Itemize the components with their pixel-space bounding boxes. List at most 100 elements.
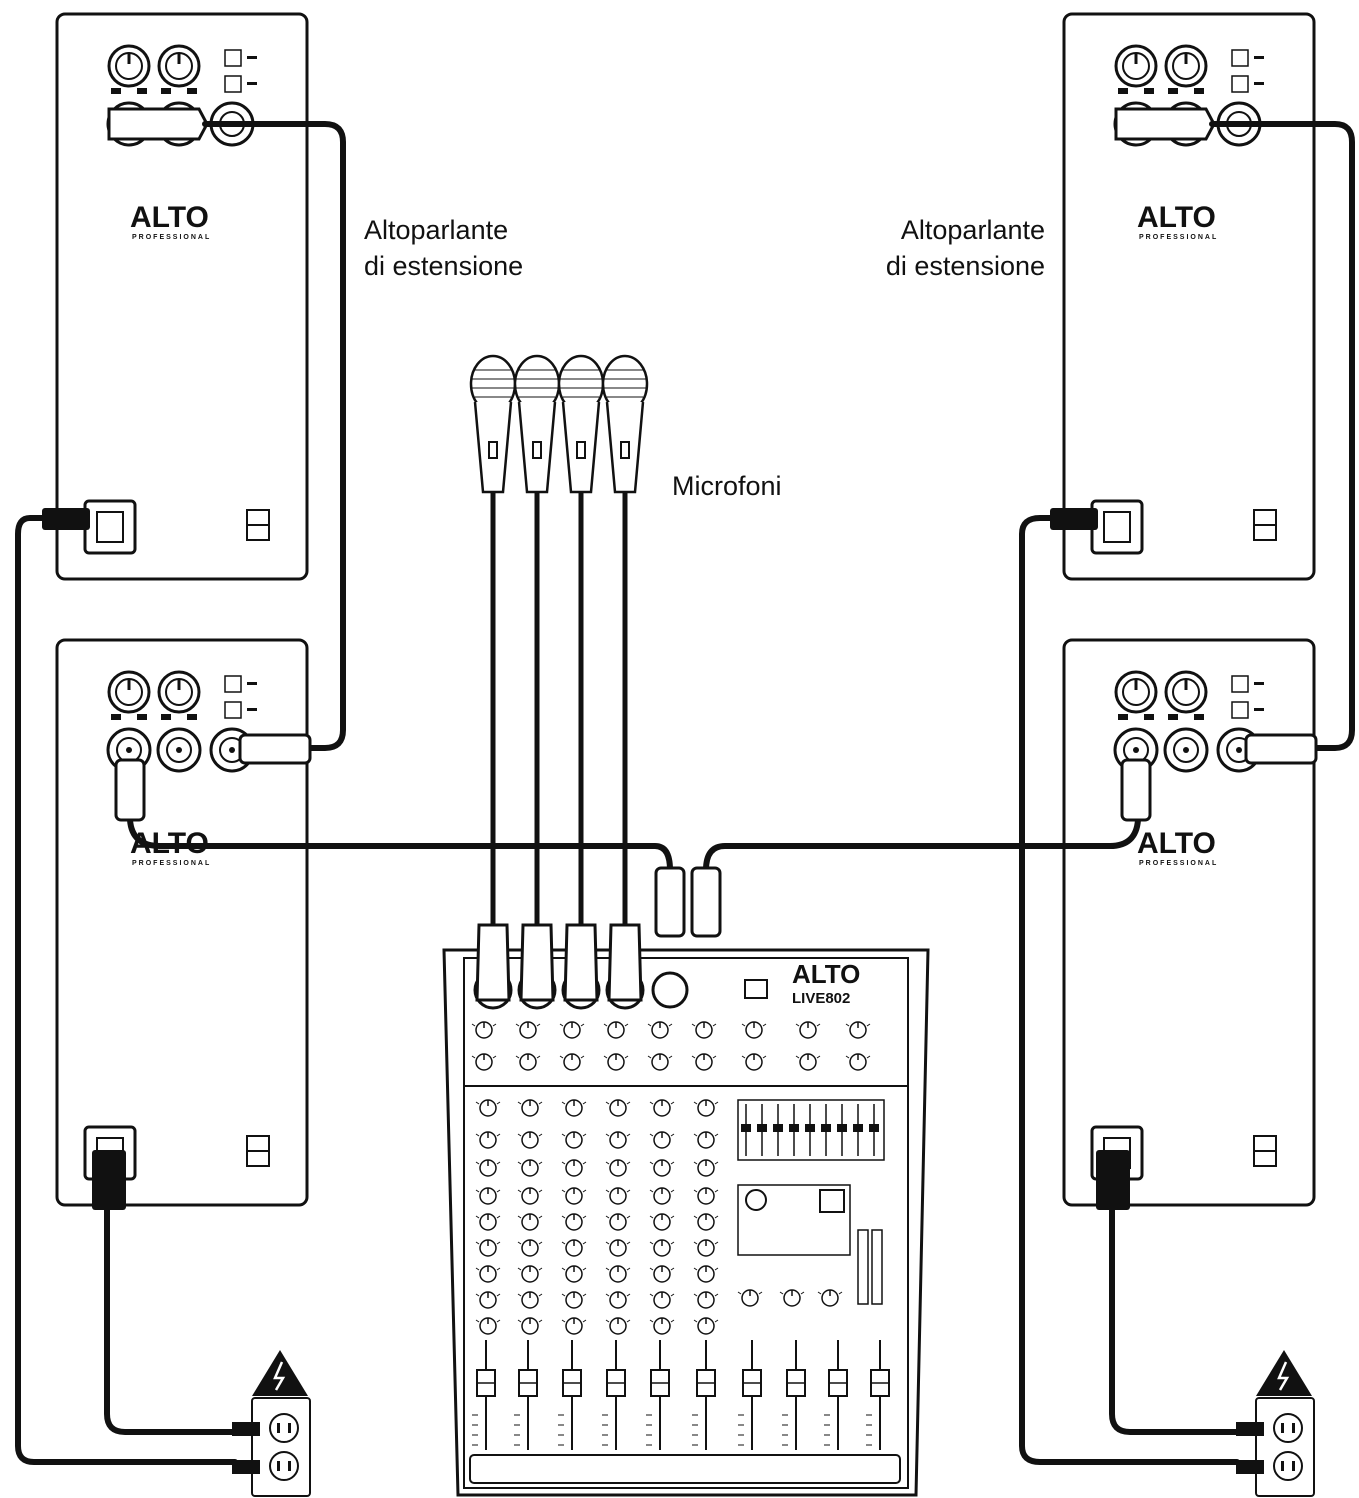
extension-label-left-line2: di estensione — [364, 251, 524, 281]
extension-speaker-label-left: Altoparlante di estensione — [364, 212, 523, 284]
alto-logo: ALTO — [792, 959, 860, 989]
high-voltage-warning-icon — [1256, 1350, 1312, 1396]
level-meter — [857, 1229, 869, 1305]
eq-slider-knob — [853, 1124, 863, 1132]
speaker-body — [1062, 12, 1316, 581]
eq-slider-knob — [773, 1124, 783, 1132]
xlr-connector-icon — [475, 923, 511, 1002]
power-plug-icon — [1236, 1422, 1264, 1436]
combo-input-jack-icon — [156, 727, 202, 773]
power-cable-left-bottom — [104, 1192, 238, 1435]
eq-slider-knob — [821, 1124, 831, 1132]
switch-mark — [247, 82, 257, 85]
xlr-connector-icon — [654, 866, 686, 938]
combo-input-jack-icon — [1163, 727, 1209, 773]
microphone-icon — [469, 354, 517, 494]
eq-slider-knob — [789, 1124, 799, 1132]
extension-label-left-line1: Altoparlante — [364, 215, 509, 245]
switch-icon — [1231, 49, 1249, 67]
power-plug-icon — [1236, 1460, 1264, 1474]
alto-logo: ALTO — [1137, 827, 1216, 860]
speaker-body — [55, 638, 309, 1207]
level-meter — [871, 1229, 883, 1305]
feed-cable-right — [703, 817, 1141, 873]
microphone-icon — [513, 354, 561, 494]
link-cable-left — [202, 121, 346, 751]
xlr-connector-icon — [519, 923, 555, 1002]
alto-logo-sub: PROFESSIONAL — [132, 860, 211, 867]
switch-icon — [1231, 75, 1249, 93]
power-cable-right-top — [1019, 515, 1240, 1465]
alto-logo-sub: PROFESSIONAL — [1139, 860, 1218, 867]
xlr-connector-icon — [1120, 758, 1152, 822]
mixer-panel — [463, 957, 909, 1489]
power-plug-icon — [232, 1460, 260, 1474]
microphone-icon — [601, 354, 649, 494]
xlr-connector-icon — [607, 923, 643, 1002]
switch-mark — [1254, 682, 1264, 685]
wall-outlet-icon — [251, 1397, 311, 1497]
switch-mark — [247, 708, 257, 711]
power-outlets — [232, 1350, 1315, 1497]
mixer-model: LIVE802 — [792, 990, 850, 1007]
iec-plug-icon — [42, 508, 90, 530]
alto-logo: ALTO — [1137, 201, 1216, 234]
effects-display — [819, 1189, 845, 1213]
switch-mark — [247, 682, 257, 685]
eq-slider-knob — [837, 1124, 847, 1132]
alto-logo-sub: PROFESSIONAL — [132, 234, 211, 241]
xlr-connector-icon — [563, 923, 599, 1002]
speaker-body — [1062, 638, 1316, 1207]
iec-plug-icon — [1096, 1150, 1130, 1210]
switch-mark — [1254, 56, 1264, 59]
usb-port-icon — [744, 979, 768, 999]
combo-input-jack-icon — [651, 971, 689, 1009]
power-plug-icon — [232, 1422, 260, 1436]
wall-outlet-icon — [1255, 1397, 1315, 1497]
switch-mark — [1254, 82, 1264, 85]
xlr-connector-icon — [1244, 733, 1318, 765]
cables — [15, 121, 1355, 1465]
switch-icon — [224, 75, 242, 93]
lightning-bolt-icon — [273, 1361, 286, 1391]
extension-label-right-line2: di estensione — [885, 251, 1045, 281]
xlr-connector-icon — [107, 107, 209, 141]
iec-socket — [1103, 511, 1131, 543]
alto-logo-sub: PROFESSIONAL — [1139, 234, 1218, 241]
mixer-front-lip — [469, 1454, 901, 1484]
eq-slider-knob — [741, 1124, 751, 1132]
lightning-bolt-icon — [1277, 1361, 1290, 1391]
switch-mark — [247, 56, 257, 59]
switch-mark — [1254, 708, 1264, 711]
xlr-connector-icon — [238, 733, 312, 765]
switch-icon — [1231, 675, 1249, 693]
link-cable-right — [1209, 121, 1355, 751]
xlr-connector-icon — [690, 866, 722, 938]
microphones-label: Microfoni — [672, 471, 782, 501]
speaker-body — [55, 12, 309, 581]
microphone-icon — [557, 354, 605, 494]
switch-icon — [224, 701, 242, 719]
alto-logo: ALTO — [130, 201, 209, 234]
iec-socket — [96, 511, 124, 543]
switch-icon — [224, 675, 242, 693]
switch-icon — [224, 49, 242, 67]
eq-slider-knob — [869, 1124, 879, 1132]
microphones-group — [469, 354, 649, 494]
eq-slider-knob — [757, 1124, 767, 1132]
xlr-connector-icon — [1114, 107, 1216, 141]
power-cable-right-bottom — [1109, 1192, 1240, 1435]
iec-plug-icon — [1050, 508, 1098, 530]
iec-plug-icon — [92, 1150, 126, 1210]
extension-label-right-line1: Altoparlante — [900, 215, 1045, 245]
extension-speaker-label-right: Altoparlante di estensione — [886, 212, 1045, 284]
high-voltage-warning-icon — [252, 1350, 308, 1396]
switch-icon — [1231, 701, 1249, 719]
xlr-connector-icon — [114, 758, 146, 822]
power-cable-left-top — [15, 515, 238, 1465]
